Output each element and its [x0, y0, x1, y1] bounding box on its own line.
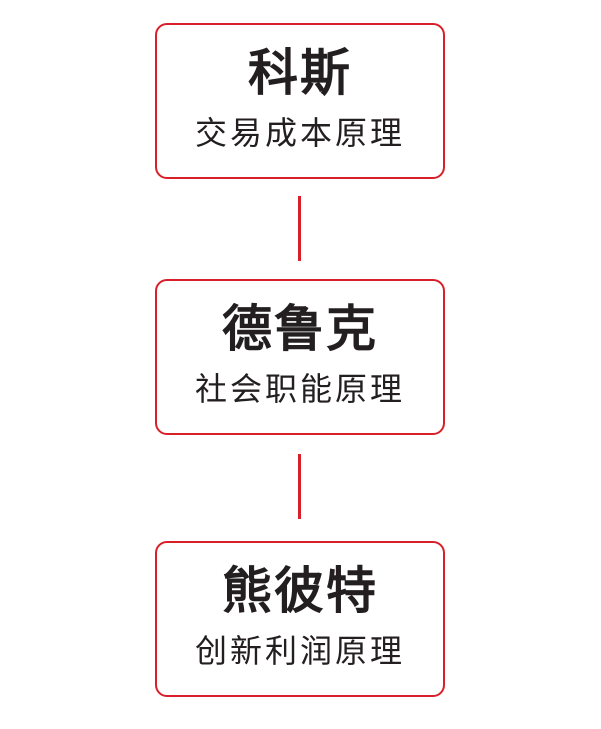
node-title: 熊彼特	[222, 562, 378, 620]
connector-line	[298, 196, 301, 261]
node-title: 科斯	[248, 44, 352, 102]
node-coase: 科斯 交易成本原理	[155, 23, 445, 179]
node-drucker: 德鲁克 社会职能原理	[155, 279, 445, 435]
node-schumpeter: 熊彼特 创新利润原理	[155, 541, 445, 697]
node-subtitle: 交易成本原理	[194, 114, 405, 152]
node-subtitle: 社会职能原理	[194, 370, 405, 408]
node-title: 德鲁克	[222, 300, 378, 358]
connector-line	[298, 454, 301, 519]
node-subtitle: 创新利润原理	[194, 632, 405, 670]
